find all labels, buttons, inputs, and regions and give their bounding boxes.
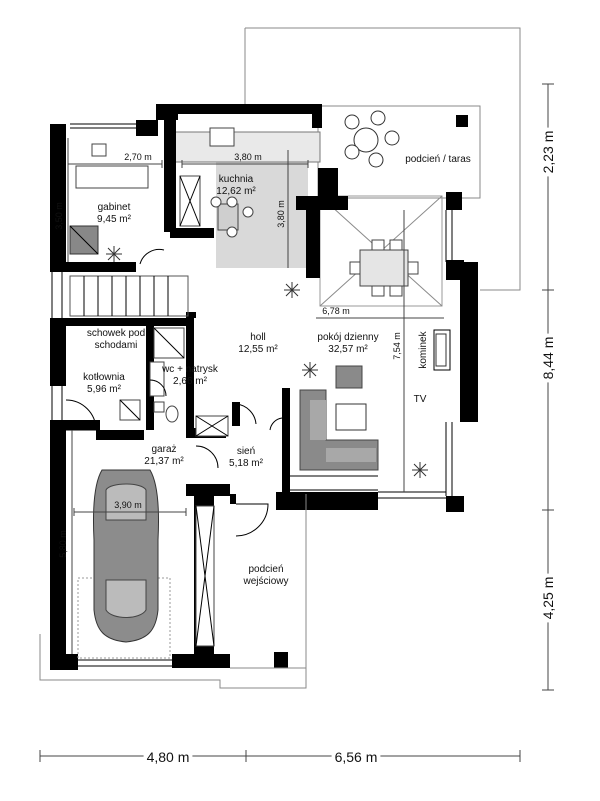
dim-gabinet-height: 3,50 m: [54, 202, 64, 230]
entry-closet: [195, 415, 229, 647]
room-label-kotlownia: kotłownia: [83, 372, 125, 383]
windows: [51, 104, 453, 667]
dim-label-bg: [539, 127, 557, 177]
plants: [106, 246, 428, 666]
dim-right-bottom: 4,25 m: [540, 577, 556, 620]
room-label-kuchnia: kuchnia: [219, 174, 254, 185]
room-label-gabinet: gabinet: [98, 202, 131, 213]
room-area-sien: 5,18 m²: [229, 458, 264, 469]
room-label-podcien-wejsciowy-1: podcień: [248, 564, 283, 575]
room-label-garaz: garaż: [151, 444, 176, 455]
stairs: [69, 275, 189, 317]
terrace-round-table: [344, 110, 400, 168]
room-label-holl: holl: [250, 332, 266, 343]
dim-label-bg: [539, 573, 557, 623]
gabinet-furniture: [69, 143, 149, 255]
room-label-schowek-1: schowek pod: [87, 328, 145, 339]
room-label-wc: wc + natrysk: [161, 364, 219, 375]
terrace-dining-set: [349, 239, 419, 297]
dim-label-bg: [331, 748, 381, 766]
interior-dim-lines: [67, 138, 444, 654]
room-area-kotlownia: 5,96 m²: [87, 384, 122, 395]
site-lines: [39, 494, 307, 689]
fireplace: [433, 329, 451, 371]
kitchen-counter: [171, 131, 321, 163]
dim-label-bg: [143, 748, 193, 766]
dim-bottom-right: 6,56 m: [335, 749, 378, 765]
wc-fixtures: [119, 327, 185, 423]
room-label-schowek-2: schodami: [95, 340, 138, 351]
label-tv: TV: [414, 394, 427, 405]
room-area-kuchnia: 12,62 m²: [216, 186, 256, 197]
dim-label-bg: [539, 333, 557, 383]
room-area-gabinet: 9,45 m²: [97, 214, 132, 225]
room-label-sien: sień: [237, 446, 255, 457]
room-area-holl: 12,55 m²: [238, 344, 278, 355]
dim-right-top: 2,23 m: [540, 131, 556, 174]
doors: [65, 248, 283, 537]
sofa: [299, 365, 379, 471]
dim-kuchnia-height: 3,80 m: [276, 200, 286, 228]
room-area-garaz: 21,37 m²: [144, 456, 184, 467]
room-label-podcien-wejsciowy-2: wejściowy: [242, 576, 288, 587]
dim-right-mid: 8,44 m: [540, 337, 556, 380]
room-area-wc: 2,66 m²: [173, 376, 208, 387]
dim-gabinet-width: 2,70 m: [124, 152, 152, 162]
label-kominek: kominek: [418, 330, 429, 368]
room-label-pokoj: pokój dzienny: [317, 332, 378, 343]
dim-pokoj-width: 6,78 m: [322, 306, 350, 316]
kitchen-table: [179, 127, 254, 238]
room-label-podcien-taras: podcień / taras: [405, 154, 471, 165]
room-area-pokoj: 32,57 m²: [328, 344, 368, 355]
dim-kuchnia-width: 3,80 m: [234, 152, 262, 162]
dim-bottom-left: 4,80 m: [147, 749, 190, 765]
dim-garaz-height: 5,80 m: [58, 530, 68, 558]
car: [77, 469, 171, 659]
dim-garaz-width: 3,90 m: [114, 500, 142, 510]
dim-pokoj-height: 7,54 m: [392, 332, 402, 360]
